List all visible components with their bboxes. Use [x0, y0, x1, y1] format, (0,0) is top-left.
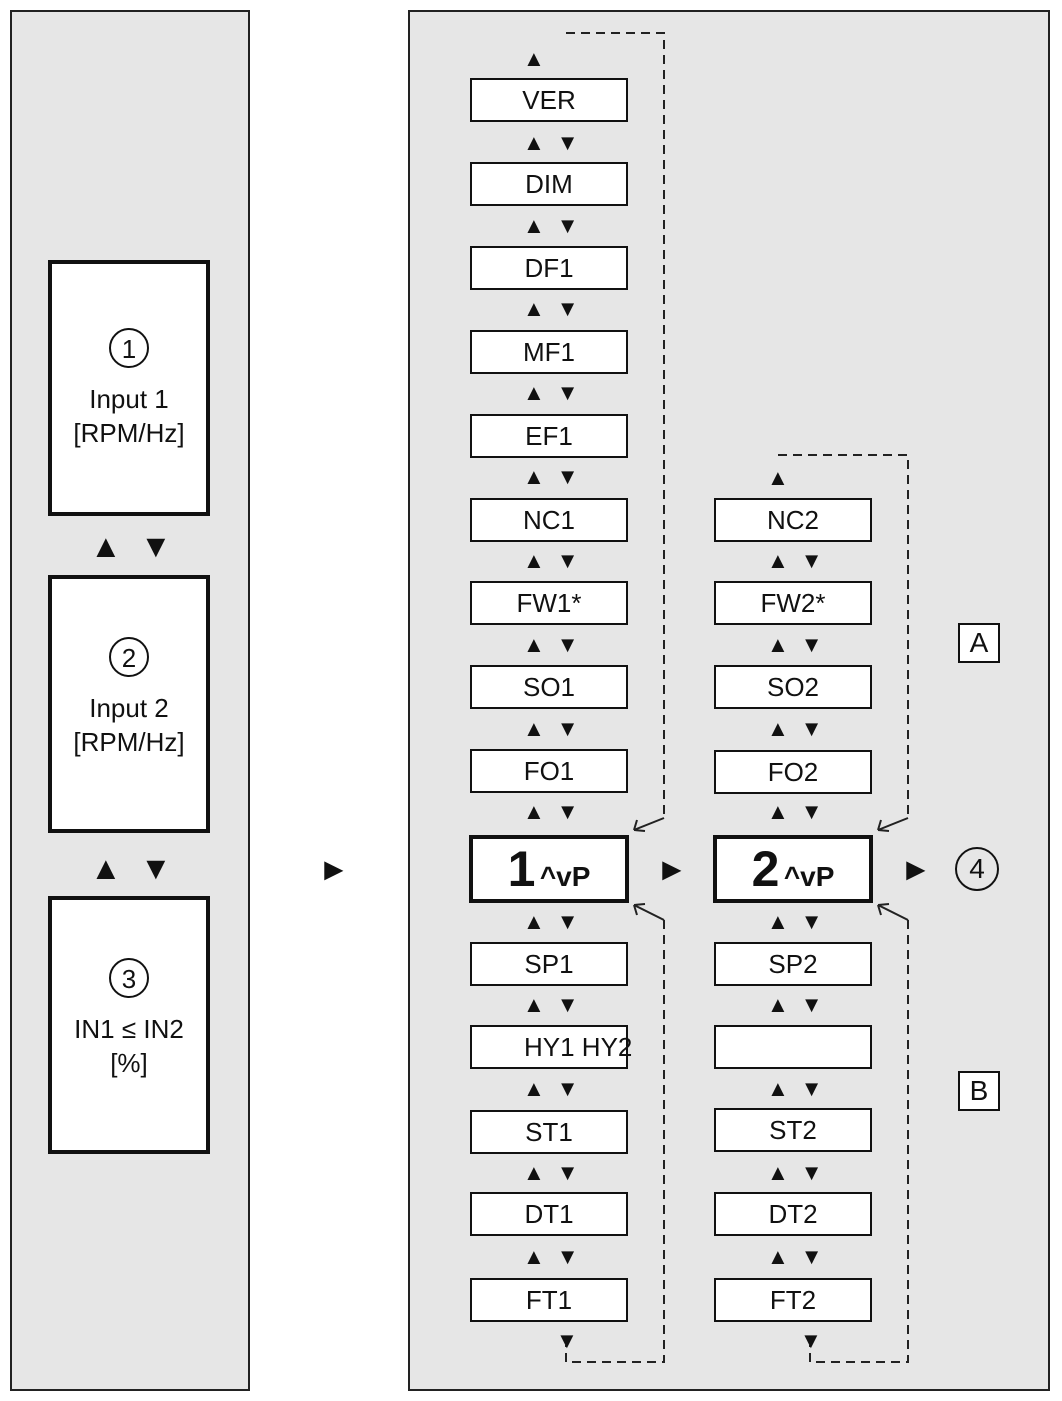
mode-down-arrow-1: ▼	[140, 528, 172, 564]
group-b-label: B	[958, 1071, 1000, 1111]
updown-arrows: ▲▼	[523, 380, 591, 405]
updown-arrows: ▲▼	[767, 799, 835, 824]
mode-box-3[interactable]: 3 IN1 ≤ IN2 [%]	[48, 896, 210, 1154]
updown-arrows: ▲▼	[767, 1076, 835, 1101]
param-empty[interactable]	[714, 1025, 872, 1069]
mode-unit-3: [%]	[110, 1048, 148, 1078]
param-fo2[interactable]: FO2	[714, 750, 872, 794]
channel2-selector-symbols: ^vP	[783, 861, 835, 892]
channel1-selector-symbols: ^vP	[539, 861, 591, 892]
channel1-number: 1	[507, 841, 536, 897]
channel2-number: 2	[751, 841, 780, 897]
param-ver[interactable]: VER	[470, 78, 628, 122]
updown-arrows: ▲▼	[523, 992, 591, 1017]
channel1-selector[interactable]: 1 ^vP	[469, 835, 629, 903]
mode-box-1[interactable]: 1 Input 1 [RPM/Hz]	[48, 260, 210, 516]
param-nc2[interactable]: NC2	[714, 498, 872, 542]
param-so2[interactable]: SO2	[714, 665, 872, 709]
output-marker: 4	[955, 847, 999, 891]
loop-return-arrow-1	[633, 817, 665, 831]
param-ft2[interactable]: FT2	[714, 1278, 872, 1322]
mode-unit-2: [RPM/Hz]	[73, 727, 185, 757]
mode-down-arrow-2: ▼	[140, 850, 172, 886]
mode-number-3: 3	[109, 958, 149, 998]
mode-label-3: IN1 ≤ IN2	[74, 1014, 184, 1044]
updown-arrows: ▲▼	[523, 632, 591, 657]
mode-number-2: 2	[109, 637, 149, 677]
param-fw1[interactable]: FW1*	[470, 581, 628, 625]
mode-box-2[interactable]: 2 Input 2 [RPM/Hz]	[48, 575, 210, 833]
param-fw2[interactable]: FW2*	[714, 581, 872, 625]
updown-arrows: ▲▼	[523, 716, 591, 741]
param-ef1[interactable]: EF1	[470, 414, 628, 458]
channel1-bottom-down-arrow: ▼	[556, 1328, 590, 1353]
param-dt2[interactable]: DT2	[714, 1192, 872, 1236]
updown-arrows: ▲▼	[523, 130, 591, 155]
updown-arrows: ▲▼	[523, 799, 591, 824]
updown-arrows: ▲▼	[523, 1160, 591, 1185]
param-fo1[interactable]: FO1	[470, 749, 628, 793]
param-ft1[interactable]: FT1	[470, 1278, 628, 1322]
param-sp2[interactable]: SP2	[714, 942, 872, 986]
param-st2[interactable]: ST2	[714, 1108, 872, 1152]
channel1-to-channel2-arrow: ►	[656, 851, 688, 887]
channel2-bottom-down-arrow: ▼	[800, 1328, 834, 1353]
updown-arrows: ▲▼	[523, 213, 591, 238]
mode-up-arrow-2: ▲	[90, 850, 122, 886]
updown-arrows: ▲▼	[767, 1244, 835, 1269]
param-st1[interactable]: ST1	[470, 1110, 628, 1154]
mode-up-arrow-1: ▲	[90, 528, 122, 564]
mode-label-2: Input 2	[89, 693, 169, 723]
param-dt1[interactable]: DT1	[470, 1192, 628, 1236]
channel2-top-up-arrow: ▲	[767, 465, 801, 490]
updown-arrows: ▲▼	[767, 548, 835, 573]
updown-arrows: ▲▼	[523, 1244, 591, 1269]
channel2-to-output-arrow: ►	[900, 851, 932, 887]
updown-arrows: ▲▼	[767, 716, 835, 741]
param-mf1[interactable]: MF1	[470, 330, 628, 374]
channel1-top-up-arrow: ▲	[523, 46, 557, 71]
param-sp1[interactable]: SP1	[470, 942, 628, 986]
param-hy1-hy2[interactable]: HY1 HY2	[470, 1025, 632, 1069]
mode-unit-1: [RPM/Hz]	[73, 418, 185, 448]
param-df1[interactable]: DF1	[470, 246, 628, 290]
channel2-selector[interactable]: 2 ^vP	[713, 835, 873, 903]
updown-arrows: ▲▼	[767, 909, 835, 934]
param-so1[interactable]: SO1	[470, 665, 628, 709]
updown-arrows: ▲▼	[523, 296, 591, 321]
updown-arrows: ▲▼	[523, 1076, 591, 1101]
updown-arrows: ▲▼	[523, 548, 591, 573]
mode-to-menu-arrow: ►	[318, 851, 350, 887]
param-nc1[interactable]: NC1	[470, 498, 628, 542]
updown-arrows: ▲▼	[767, 992, 835, 1017]
group-a-label: A	[958, 623, 1000, 663]
updown-arrows: ▲▼	[523, 464, 591, 489]
updown-arrows: ▲▼	[767, 1160, 835, 1185]
updown-arrows: ▲▼	[523, 909, 591, 934]
mode-label-1: Input 1	[89, 384, 169, 414]
mode-number-1: 1	[109, 328, 149, 368]
updown-arrows: ▲▼	[767, 632, 835, 657]
param-dim[interactable]: DIM	[470, 162, 628, 206]
